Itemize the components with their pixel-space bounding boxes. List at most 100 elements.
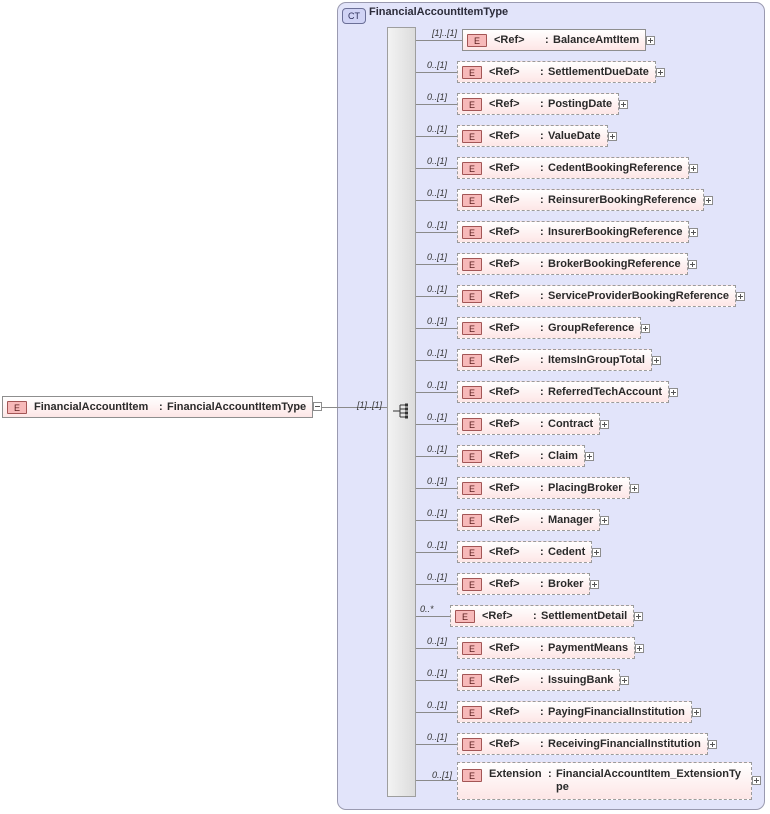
child-multiplicity: 0..[1] — [427, 412, 448, 422]
connector-line — [416, 744, 457, 745]
child-element-card[interactable]: E<Ref>:PlacingBroker — [457, 477, 630, 499]
child-element-card[interactable]: E<Ref>:ServiceProviderBookingReference — [457, 285, 736, 307]
expand-icon[interactable] — [692, 708, 701, 717]
element-ref-label: <Ref> — [489, 642, 520, 654]
expand-icon[interactable] — [641, 324, 650, 333]
collapse-icon[interactable] — [313, 402, 322, 411]
child-element-card[interactable]: E<Ref>:Manager — [457, 509, 600, 531]
element-separator: : — [540, 482, 544, 494]
expand-icon[interactable] — [600, 516, 609, 525]
child-element-card[interactable]: E<Ref>:CedentBookingReference — [457, 157, 689, 179]
element-name: InsurerBookingReference — [548, 226, 683, 238]
element-badge: E — [462, 386, 482, 399]
connector-line — [416, 520, 457, 521]
expand-icon[interactable] — [620, 676, 629, 685]
expand-icon[interactable] — [634, 612, 643, 621]
child-element-card[interactable]: E<Ref>:ValueDate — [457, 125, 608, 147]
element-name: PlacingBroker — [548, 482, 623, 494]
child-multiplicity: 0..[1] — [427, 348, 448, 358]
child-element-card[interactable]: E<Ref>:ReferredTechAccount — [457, 381, 669, 403]
connector-line — [416, 424, 457, 425]
child-element-card[interactable]: E<Ref>:ReceivingFinancialInstitution — [457, 733, 708, 755]
child-element-card[interactable]: E<Ref>:SettlementDueDate — [457, 61, 656, 83]
element-badge: E — [455, 610, 475, 623]
child-multiplicity: [1]..[1] — [432, 28, 458, 38]
element-name: Claim — [548, 450, 578, 462]
child-element-card[interactable]: E <Ref>: Claim — [457, 445, 585, 467]
expand-icon[interactable] — [704, 196, 713, 205]
child-element-card[interactable]: E<Ref>:IssuingBank — [457, 669, 620, 691]
expand-icon[interactable] — [656, 68, 665, 77]
connector-line — [416, 264, 457, 265]
child-element-card[interactable]: E<Ref>:PayingFinancialInstitution — [457, 701, 692, 723]
element-ref-label: <Ref> — [489, 66, 520, 78]
element-ref-label: <Ref> — [489, 738, 520, 750]
expand-icon[interactable] — [635, 644, 644, 653]
root-element-card[interactable]: E FinancialAccountItem : FinancialAccoun… — [2, 396, 313, 418]
element-badge: E — [462, 482, 482, 495]
element-separator: : — [540, 354, 544, 366]
expand-icon[interactable] — [689, 164, 698, 173]
element-name: ServiceProviderBookingReference — [548, 290, 729, 302]
connector-line — [416, 72, 457, 73]
child-element-card[interactable]: E<Ref>:Contract — [457, 413, 600, 435]
expand-icon[interactable] — [590, 580, 599, 589]
element-ref-label: <Ref> — [489, 130, 520, 142]
child-element-card[interactable]: E<Ref>:InsurerBookingReference — [457, 221, 689, 243]
expand-icon[interactable] — [608, 132, 617, 141]
element-ref-label: <Ref> — [489, 290, 520, 302]
connector-line — [416, 296, 457, 297]
element-separator: : — [540, 450, 544, 462]
expand-icon[interactable] — [689, 228, 698, 237]
element-ref-label: <Ref> — [489, 450, 520, 462]
expand-icon[interactable] — [669, 388, 678, 397]
child-element-card[interactable]: E<Ref>:Broker — [457, 573, 590, 595]
expand-icon[interactable] — [708, 740, 717, 749]
child-element-card[interactable]: E<Ref>:Cedent — [457, 541, 592, 563]
element-separator: : — [540, 66, 544, 78]
connector-line — [416, 712, 457, 713]
child-element-card[interactable]: E<Ref>:ReinsurerBookingReference — [457, 189, 704, 211]
element-ref-label: <Ref> — [489, 674, 520, 686]
element-name: PayingFinancialInstitution — [548, 706, 685, 718]
expand-icon[interactable] — [652, 356, 661, 365]
element-name: ReceivingFinancialInstitution — [548, 738, 701, 750]
expand-icon[interactable] — [585, 452, 594, 461]
root-element-name: FinancialAccountItem — [34, 401, 149, 413]
child-element-card[interactable]: E<Ref>:GroupReference — [457, 317, 641, 339]
element-separator: : — [540, 642, 544, 654]
child-element-card[interactable]: E<Ref>:ItemsInGroupTotal — [457, 349, 652, 371]
child-element-card[interactable]: E<Ref>:PaymentMeans — [457, 637, 635, 659]
element-badge: E — [462, 546, 482, 559]
expand-icon[interactable] — [752, 776, 761, 785]
expand-icon[interactable] — [736, 292, 745, 301]
element-badge: E — [462, 706, 482, 719]
expand-icon[interactable] — [619, 100, 628, 109]
element-ref-label: <Ref> — [489, 354, 520, 366]
expand-icon[interactable] — [592, 548, 601, 557]
child-element-card[interactable]: E<Ref>:PostingDate — [457, 93, 619, 115]
connector-line — [416, 616, 450, 617]
child-multiplicity: 0..[1] — [427, 476, 448, 486]
child-multiplicity: 0..[1] — [427, 220, 448, 230]
child-multiplicity: 0..[1] — [427, 188, 448, 198]
root-connector-line — [322, 407, 387, 408]
child-multiplicity: 0..[1] — [427, 732, 448, 742]
element-separator: : — [540, 514, 544, 526]
element-badge: E — [462, 450, 482, 463]
child-element-card[interactable]: E<Ref>:BrokerBookingReference — [457, 253, 688, 275]
expand-icon[interactable] — [630, 484, 639, 493]
child-element-card[interactable]: E<Ref>:SettlementDetail — [450, 605, 634, 627]
expand-icon[interactable] — [688, 260, 697, 269]
extension-element-card[interactable]: E Extension : FinancialAccountItem_Exten… — [457, 762, 752, 800]
expand-icon[interactable] — [646, 36, 655, 45]
extension-multiplicity: 0..[1] — [432, 770, 453, 780]
expand-icon[interactable] — [600, 420, 609, 429]
extension-name: Extension — [489, 768, 542, 780]
connector-line — [416, 584, 457, 585]
element-badge: E — [462, 162, 482, 175]
element-ref-label: <Ref> — [489, 322, 520, 334]
child-multiplicity: 0..[1] — [427, 316, 448, 326]
child-element-card[interactable]: E<Ref>:BalanceAmtItem — [462, 29, 646, 51]
